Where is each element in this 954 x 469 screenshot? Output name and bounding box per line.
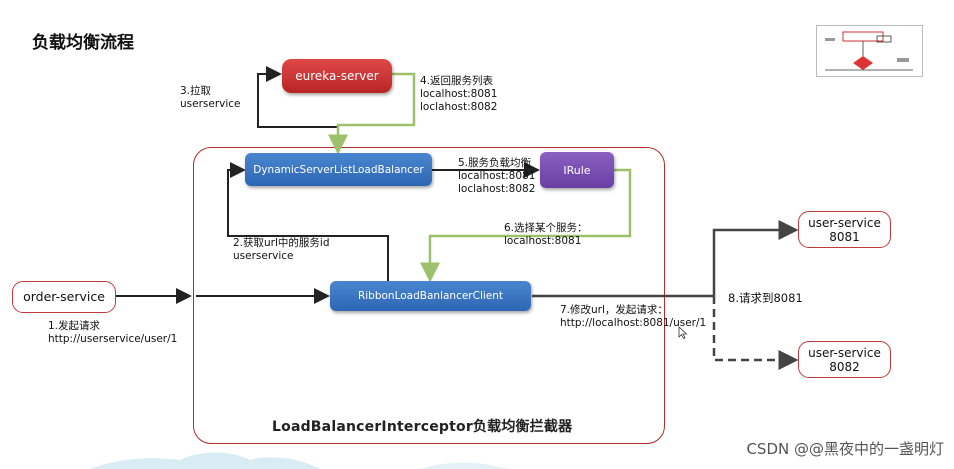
page-title: 负载均衡流程 [32,33,134,53]
step5-label: 5.服务负载均衡 localhost:8081 loclahost:8082 [458,157,536,195]
diagram-thumbnail [816,25,923,77]
irule-label: IRule [563,163,591,177]
user-service-8082-name: user-service [808,345,881,360]
step6-label: 6.选择某个服务： localhost:8081 [504,222,588,247]
user-service-8081-node: user-service 8081 [798,211,891,248]
user-service-8081-name: user-service [808,215,881,230]
step8-label: 8.请求到8081 [728,291,803,305]
watermark: CSDN @@黑夜中的一盏明灯 [746,440,944,458]
interceptor-frame-label: LoadBalancerInterceptor负载均衡拦截器 [272,419,573,435]
arrow-return-service-list [328,72,416,155]
cloud-decoration [90,452,520,469]
ribbon-client-label: RibbonLoadBanlancerClient [357,290,504,302]
step4-label: 4.返回服务列表 localhost:8081 loclahost:8082 [420,75,498,113]
eureka-server-label: eureka-server [295,69,379,83]
user-service-8081-port: 8081 [829,229,860,244]
arrow-pull-userservice [257,66,338,128]
dynamic-server-list-lb-label: DynamicServerListLoadBalancer [253,163,424,176]
irule-node: IRule [540,152,614,188]
eureka-server-node: eureka-server [282,59,392,93]
ribbon-client-node: RibbonLoadBanlancerClient [330,281,531,311]
user-service-8082-node: user-service 8082 [798,341,891,378]
arrow-request-8081 [712,220,799,296]
order-service-node: order-service [12,281,116,313]
step2-label: 2.获取url中的服务id userservice [233,237,330,262]
user-service-8082-port: 8082 [829,359,860,374]
dynamic-server-list-lb-node: DynamicServerListLoadBalancer [245,153,432,186]
step3-label: 3.拉取 userservice [180,85,241,110]
order-service-label: order-service [23,289,105,304]
thumbnail-graphic [825,31,913,71]
arrow-dashed-8082 [712,296,799,370]
step7-label: 7.修改url，发起请求： http://localhost:8081/user… [560,304,707,329]
arrow-get-service-id [227,162,389,283]
mouse-cursor-icon [678,326,688,340]
step1-label: 1.发起请求 http://userservice/user/1 [48,320,178,345]
arrow-choose-service [420,168,632,283]
